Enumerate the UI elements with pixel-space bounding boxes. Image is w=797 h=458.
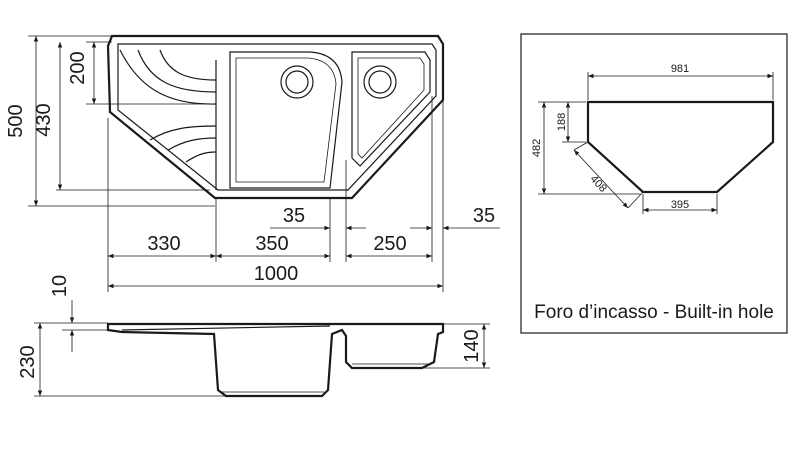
dim-rim: 10 [49,275,71,297]
dim-drainer-depth: 200 [67,51,89,84]
dim-main-bowl-width: 350 [255,233,288,255]
cutout-caption: Foro d’incasso - Built-in hole [534,302,774,323]
dim-cutout-total-height: 482 [531,139,543,157]
sink-inner-rim [117,43,437,191]
dim-small-bowl-height: 140 [461,329,483,362]
side-view: 10 230 140 [17,275,490,398]
top-view: 500 430 200 35 35 330 350 250 1000 [5,34,500,292]
small-bowl [351,51,431,167]
main-bowl [229,51,343,189]
dim-overall-height: 230 [17,345,39,378]
small-drain [363,65,397,99]
dim-cutout-bottom-width: 395 [671,199,689,211]
small-bowl-inner [357,57,425,159]
dim-small-bowl-width: 250 [373,233,406,255]
cutout-panel: 981 188 482 408 395 Foro d’incasso - Bui… [520,33,788,334]
dim-cutout-top-width: 981 [671,63,689,75]
main-drain [280,65,314,99]
dim-gap-b: 35 [473,205,495,227]
side-profile [106,322,445,398]
small-drain-inner [368,70,392,94]
cutout-frame [520,33,788,334]
dim-gap-a: 35 [283,205,305,227]
dim-overall-depth: 500 [5,104,27,137]
main-drain-inner [285,70,309,94]
dim-left-width: 330 [147,233,180,255]
main-bowl-inner [235,57,337,183]
dim-inner-depth: 430 [33,103,55,136]
dim-cutout-side-height: 188 [556,113,568,131]
sink-outline [106,34,445,200]
drainer-grooves [119,49,217,190]
dim-overall-width: 1000 [254,263,299,285]
